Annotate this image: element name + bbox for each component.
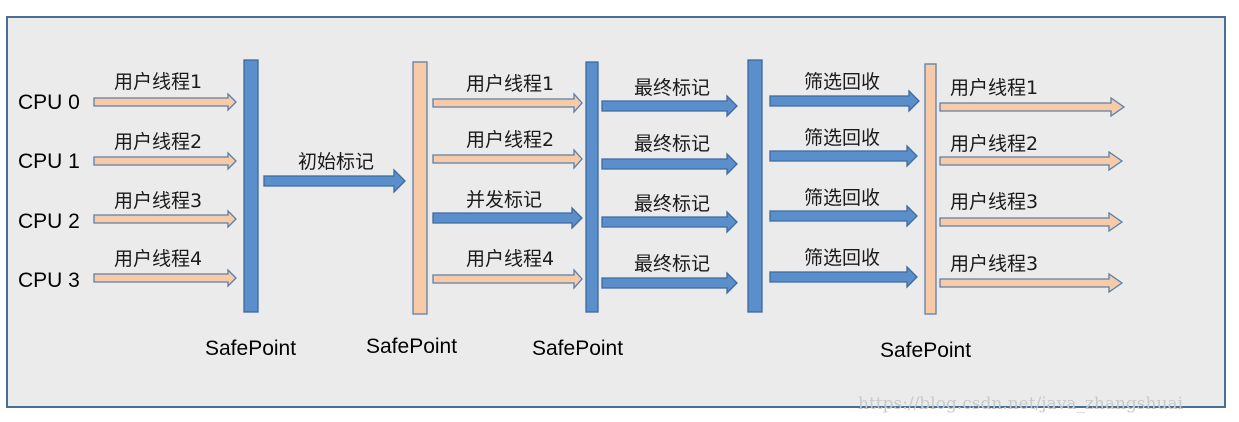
safepoint-bar-4 (747, 59, 763, 313)
thread-label-phase3-1: 用户线程2 (466, 129, 554, 151)
thread-arrow-phase6-0 (939, 96, 1126, 118)
thread-arrow-phase3-1 (432, 148, 583, 170)
thread-arrow-phase6-2 (939, 211, 1124, 233)
safepoint-bar-1 (243, 59, 259, 313)
safepoint-caption-1: SafePoint (205, 337, 296, 360)
thread-label-phase6-0: 用户线程1 (950, 77, 1038, 99)
thread-label-phase1-2: 用户线程3 (114, 190, 202, 212)
thread-arrow-phase1-0 (93, 92, 237, 112)
cpu-2-label: CPU 2 (18, 210, 80, 233)
concurrent-mark-label: 并发标记 (466, 189, 542, 211)
initial-mark-label: 初始标记 (298, 151, 374, 173)
cleanup-label-3: 筛选回收 (804, 247, 880, 269)
final-mark-arrow-3 (601, 271, 738, 295)
thread-arrow-phase1-3 (93, 268, 237, 288)
safepoint-bar-3 (585, 61, 599, 313)
cpu-3-label: CPU 3 (18, 269, 80, 292)
concurrent-mark-arrow (432, 206, 583, 230)
thread-arrow-phase6-1 (939, 150, 1124, 172)
thread-arrow-phase3-3 (432, 268, 583, 290)
thread-label-phase1-1: 用户线程2 (114, 131, 202, 153)
cleanup-arrow-0 (769, 89, 920, 113)
safepoint-caption-2: SafePoint (366, 335, 457, 358)
thread-arrow-phase1-2 (93, 209, 237, 229)
diagram-frame (6, 16, 1226, 408)
cleanup-label-1: 筛选回收 (804, 127, 880, 149)
safepoint-caption-3: SafePoint (532, 337, 623, 360)
thread-label-phase1-3: 用户线程4 (114, 248, 202, 270)
thread-label-phase1-0: 用户线程1 (114, 71, 202, 93)
final-mark-label-1: 最终标记 (634, 133, 710, 155)
safepoint-bar-2 (412, 61, 428, 315)
final-mark-label-3: 最终标记 (634, 253, 710, 275)
cleanup-arrow-3 (769, 265, 918, 289)
safepoint-bar-5 (924, 63, 937, 315)
final-mark-label-2: 最终标记 (634, 193, 710, 215)
thread-arrow-phase6-3 (939, 272, 1124, 294)
thread-arrow-phase1-1 (93, 151, 237, 171)
cleanup-label-2: 筛选回收 (804, 187, 880, 209)
thread-label-phase3-3: 用户线程4 (466, 248, 554, 270)
thread-label-phase3-0: 用户线程1 (466, 73, 554, 95)
final-mark-arrow-0 (601, 94, 738, 118)
cpu-0-label: CPU 0 (18, 91, 80, 114)
thread-label-phase6-3: 用户线程3 (950, 253, 1038, 275)
thread-label-phase6-1: 用户线程2 (950, 133, 1038, 155)
safepoint-caption-4: SafePoint (880, 339, 971, 362)
cleanup-label-0: 筛选回收 (804, 71, 880, 93)
final-mark-arrow-2 (601, 210, 738, 234)
thread-label-phase6-2: 用户线程3 (950, 191, 1038, 213)
cleanup-arrow-2 (769, 204, 918, 228)
cpu-1-label: CPU 1 (18, 150, 80, 173)
watermark-text: https://blog.csdn.net/java_zhangshuai (858, 394, 1184, 414)
final-mark-label-0: 最终标记 (634, 77, 710, 99)
initial-mark-arrow (263, 168, 406, 194)
thread-arrow-phase3-0 (432, 92, 583, 114)
cleanup-arrow-1 (769, 144, 918, 168)
final-mark-arrow-1 (601, 152, 738, 176)
